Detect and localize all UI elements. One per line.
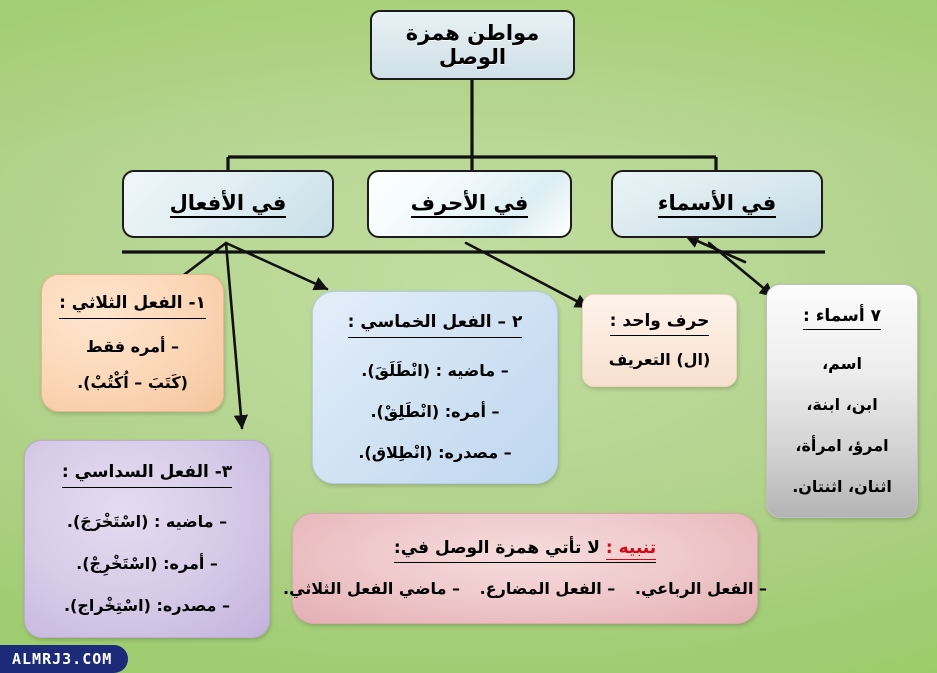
arrow-up-asmaa bbox=[684, 234, 747, 264]
diagram-title: مواطن همزة الوصل bbox=[370, 10, 575, 80]
card-warning-note-items: – الفعل الرباعي. – الفعل المضارع. – ماضي… bbox=[276, 577, 774, 601]
category-box-letters[interactable]: في الأحرف bbox=[367, 170, 572, 238]
card-hexaliteral-verb-line-2: – أمره: (اسْتَخْرِجْ). bbox=[76, 553, 218, 573]
warning-heading-rest: لا تأتي همزة الوصل في: bbox=[393, 537, 600, 558]
card-warning-note: تنبيه : لا تأتي همزة الوصل في: – الفعل ا… bbox=[283, 513, 767, 624]
arrow-to-khumasi bbox=[224, 241, 329, 291]
card-hexaliteral-verb-line-3: – مصدره: (اسْتِخْراج). bbox=[63, 595, 231, 615]
card-single-letter: حرف واحد : (ال) التعريف bbox=[582, 294, 737, 387]
card-triliteral-verb-line-1: – أمره فقط bbox=[85, 336, 180, 356]
card-quinqueliteral-verb-line-2: – أمره: (انْطَلِقْ). bbox=[370, 401, 500, 421]
card-quinqueliteral-verb-line-1: – ماضيه : (انْطَلَقَ). bbox=[361, 360, 509, 380]
warning-item-3: – ماضي الفعل الثلاثي. bbox=[283, 579, 461, 599]
card-seven-nouns-heading: ٧ أسماء : bbox=[802, 305, 882, 330]
arrow-to-harf bbox=[464, 241, 590, 309]
card-quinqueliteral-verb-heading: ٢ – الفعل الخماسي : bbox=[347, 310, 523, 338]
card-triliteral-verb-line-2: (كَتَبَ – اُكْتُبْ). bbox=[77, 372, 188, 392]
warning-item-2: – الفعل المضارع. bbox=[479, 579, 616, 599]
card-seven-nouns: ٧ أسماء : اسم، ابن، ابنة، امرؤ، امرأة، ا… bbox=[766, 284, 918, 518]
card-single-letter-heading: حرف واحد : bbox=[609, 309, 710, 337]
category-label-nouns: في الأسماء bbox=[657, 191, 777, 218]
warning-item-1: – الفعل الرباعي. bbox=[634, 579, 767, 599]
card-seven-nouns-line-3: امرؤ، امرأة، bbox=[795, 435, 889, 455]
arrow-to-sudasi bbox=[224, 241, 249, 430]
site-watermark: ALMRJ3.COM bbox=[0, 645, 129, 673]
card-triliteral-verb-heading: ١- الفعل الثلاثي : bbox=[59, 291, 206, 319]
card-warning-note-heading: تنبيه : لا تأتي همزة الوصل في: bbox=[393, 536, 657, 564]
card-single-letter-line-1: (ال) التعريف bbox=[608, 350, 711, 370]
category-label-letters: في الأحرف bbox=[410, 191, 529, 218]
site-watermark-text: ALMRJ3.COM bbox=[12, 650, 113, 668]
category-box-nouns[interactable]: في الأسماء bbox=[611, 170, 823, 238]
card-triliteral-verb: ١- الفعل الثلاثي : – أمره فقط (كَتَبَ – … bbox=[41, 274, 224, 412]
category-label-verbs: في الأفعال bbox=[169, 191, 287, 218]
card-quinqueliteral-verb-line-3: – مصدره: (انْطِلاق). bbox=[358, 442, 512, 462]
card-seven-nouns-line-4: اثنان، اثنتان. bbox=[792, 476, 892, 496]
card-hexaliteral-verb-line-1: – ماضيه : (اسْتَخْرَجَ). bbox=[66, 511, 228, 531]
card-quinqueliteral-verb: ٢ – الفعل الخماسي : – ماضيه : (انْطَلَقَ… bbox=[312, 291, 558, 484]
card-seven-nouns-line-1: اسم، bbox=[822, 353, 862, 373]
card-seven-nouns-line-2: ابن، ابنة، bbox=[806, 394, 878, 414]
card-hexaliteral-verb: ٣- الفعل السداسي : – ماضيه : (اسْتَخْرَج… bbox=[24, 440, 270, 638]
warning-label: تنبيه : bbox=[605, 537, 657, 560]
card-hexaliteral-verb-heading: ٣- الفعل السداسي : bbox=[61, 460, 233, 488]
diagram-title-text: مواطن همزة الوصل bbox=[405, 21, 540, 69]
category-box-verbs[interactable]: في الأفعال bbox=[122, 170, 334, 238]
